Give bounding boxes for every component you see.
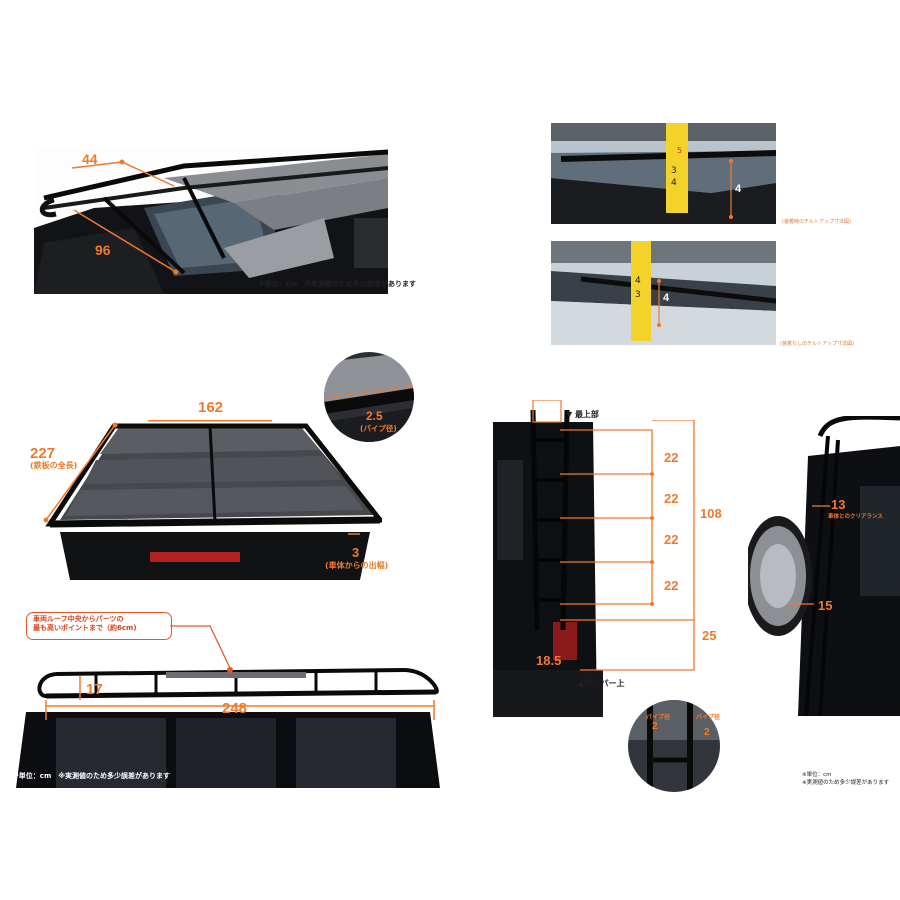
- ladder-step-3: 22: [664, 532, 679, 547]
- ladder-step-2: 22: [664, 491, 679, 506]
- ladder-inset-right-label: パイプ径: [696, 714, 721, 721]
- callout-line-1: 車両ルーフ中央からパーツの: [33, 615, 124, 623]
- dim-roof-width: 44: [82, 151, 98, 167]
- callout-line-2: 最も高いポイントまで（約6cm): [33, 624, 137, 633]
- unit-note-right-2: ※実測値のため多少誤差があります: [802, 780, 890, 786]
- ladder-step-1: 22: [664, 450, 679, 465]
- ladder-inset-left-label: パイプ径: [646, 714, 671, 721]
- callout-pointer: [170, 625, 231, 669]
- dim-pipe-diameter: 2.5: [366, 409, 383, 423]
- roof-height-callout: 車両ルーフ中央からパーツの 最も高いポイントまで（約6cm): [26, 612, 172, 640]
- dim-side-length: 248: [222, 700, 248, 717]
- photo-tilt-with-rack: 3 4 5: [551, 123, 776, 224]
- svg-text:3: 3: [671, 166, 677, 176]
- ladder-step-4: 22: [664, 578, 679, 593]
- ladder-inset-right-value: 2: [704, 727, 710, 738]
- photo-roof-top-view: [34, 148, 388, 294]
- svg-text:4: 4: [635, 276, 641, 286]
- caption-tilt-with-rack: (装着時のチルトアップ寸法図): [782, 219, 851, 225]
- tilt-value-without-rack: 4: [663, 292, 670, 304]
- dim-rack-length-sub: (鉄板の全長): [30, 461, 78, 470]
- dim-side-clearance-sub: 車体とのクリアランス: [828, 514, 883, 520]
- inset-pipe-closeup: [324, 352, 414, 442]
- dim-rack-width: 162: [198, 399, 224, 416]
- photo-rack-perspective: [30, 420, 382, 580]
- unit-note-top: ※単位：cm ※実測値のため多少誤差があります: [258, 280, 417, 288]
- ladder-inset-left-value: 2: [652, 721, 658, 732]
- dim-pipe-diameter-sub: (パイプ径): [360, 424, 397, 433]
- ladder-top-label: ▼ 最上部: [566, 410, 599, 419]
- caption-tilt-without-rack: (装着なしのチルトアップ寸法図): [780, 341, 854, 347]
- dim-rack-length: 227: [30, 445, 56, 462]
- tilt-value-with-rack: 4: [735, 183, 742, 195]
- photo-side-view: [16, 660, 440, 788]
- photo-rear-ladder: [493, 400, 603, 717]
- dim-rack-overhang-sub: (車体からの出幅): [325, 561, 389, 570]
- svg-text:4: 4: [671, 178, 677, 188]
- ladder-bottom-gap: 25: [702, 628, 717, 643]
- ladder-total-height: 108: [700, 506, 722, 521]
- ladder-bumper-label: ▲バンパー上: [578, 679, 625, 688]
- unit-note-bottom: ※単位：cm ※実測値のため多少誤差があります: [12, 772, 171, 780]
- unit-note-right-1: ※単位：cm: [802, 772, 832, 778]
- photo-tilt-without-rack: 4 3: [551, 241, 776, 345]
- dim-roof-depth: 96: [95, 242, 111, 258]
- svg-text:5: 5: [677, 146, 682, 155]
- dim-side-clearance: 13: [831, 497, 846, 512]
- dim-side-lower: 15: [818, 598, 833, 613]
- dim-side-height: 17: [86, 681, 103, 698]
- dim-rack-overhang: 3: [352, 545, 360, 560]
- svg-text:3: 3: [635, 290, 641, 300]
- ladder-width: 18.5: [536, 653, 562, 668]
- ladder-dimension-lines: [560, 420, 695, 671]
- photo-side-ladder: [748, 416, 900, 716]
